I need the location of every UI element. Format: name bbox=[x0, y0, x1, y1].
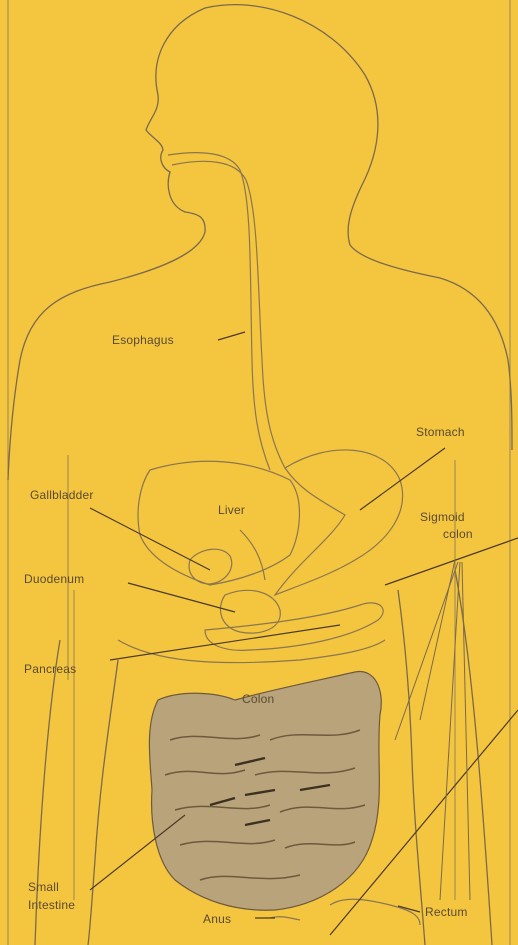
esophagus-leader bbox=[218, 332, 245, 340]
label-small-intestine-2: Intestine bbox=[28, 898, 75, 912]
right-torso-outline bbox=[398, 590, 425, 945]
label-sigmoid-colon-2: colon bbox=[443, 527, 473, 541]
rectum-shape bbox=[330, 899, 420, 925]
label-liver: Liver bbox=[218, 503, 245, 517]
esophagus-tube-inner bbox=[172, 161, 285, 468]
left-torso-outline bbox=[88, 660, 118, 945]
label-anus: Anus bbox=[203, 912, 231, 926]
label-colon: Colon bbox=[242, 692, 274, 706]
duodenum-leader bbox=[128, 583, 235, 612]
label-sigmoid-colon-1: Sigmoid bbox=[420, 510, 465, 524]
label-small-intestine-1: Small bbox=[28, 880, 59, 894]
esophagus-tube bbox=[168, 153, 270, 470]
duodenum-shape bbox=[220, 590, 280, 633]
head-back-outline bbox=[205, 5, 512, 450]
label-duodenum: Duodenum bbox=[24, 572, 84, 586]
transverse-colon bbox=[118, 640, 385, 663]
label-esophagus: Esophagus bbox=[112, 333, 174, 347]
gallbladder-leader bbox=[90, 508, 210, 570]
label-pancreas: Pancreas bbox=[24, 662, 76, 676]
sigmoid-fan-lines bbox=[395, 560, 470, 900]
liver-lobe bbox=[240, 530, 265, 580]
pancreas-shape bbox=[205, 603, 383, 650]
pancreas-leader bbox=[110, 625, 340, 660]
stomach-shape bbox=[275, 450, 403, 595]
label-rectum: Rectum bbox=[425, 905, 468, 919]
label-gallbladder: Gallbladder bbox=[30, 488, 94, 502]
label-stomach: Stomach bbox=[416, 425, 465, 439]
liver-shape bbox=[138, 461, 299, 585]
gallbladder-shape bbox=[189, 549, 232, 584]
body-silhouette bbox=[8, 8, 205, 480]
right-hip-outline bbox=[455, 570, 492, 945]
